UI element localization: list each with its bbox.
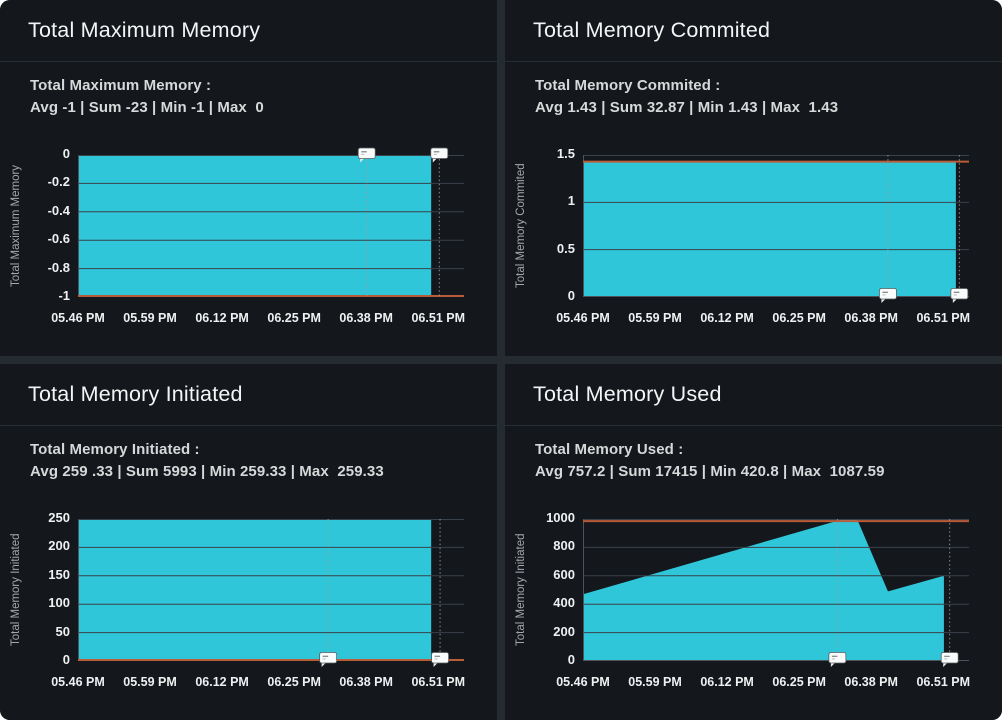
stats-values: Avg -1 | Sum -23 | Min -1 | Max 0 (30, 99, 264, 116)
plot-area[interactable] (583, 519, 969, 667)
panel-total-memory-commited: Total Memory Commited Total Memory Commi… (505, 0, 1002, 356)
stats-values: Avg 757.2 | Sum 17415 | Min 420.8 | Max … (535, 463, 885, 480)
annotation-flag-icon[interactable] (828, 652, 847, 668)
x-tick-label: 06.12 PM (195, 675, 249, 689)
annotation-flag-icon[interactable] (950, 288, 969, 304)
annotation-flag-icon[interactable] (357, 147, 376, 163)
stats-values: Avg 259 .33 | Sum 5993 | Min 259.33 | Ma… (30, 463, 384, 480)
stats-values: Avg 1.43 | Sum 32.87 | Min 1.43 | Max 1.… (535, 99, 839, 116)
y-tick-label: -0.8 (47, 259, 70, 275)
y-tick-label: 0 (567, 288, 575, 303)
y-tick-label: 800 (553, 538, 575, 554)
x-tick-label: 06.12 PM (700, 675, 754, 689)
x-tick-label: 05.59 PM (628, 675, 682, 689)
x-tick-label: 05.46 PM (556, 675, 610, 689)
panel-title: Total Maximum Memory (28, 18, 261, 42)
y-tick-label: 200 (48, 538, 70, 554)
y-tick-label: 150 (48, 566, 70, 582)
x-tick-label: 06.25 PM (772, 311, 826, 325)
chart-stats: Total Memory Used : Avg 757.2 | Sum 1741… (505, 426, 1002, 484)
y-tick-label: -0.2 (47, 174, 70, 190)
y-tick-label: 1 (567, 193, 575, 209)
chart-stats: Total Maximum Memory : Avg -1 | Sum -23 … (0, 62, 497, 120)
panel-total-memory-used: Total Memory Used Total Memory Used : Av… (505, 364, 1002, 720)
y-tick-label: -0.4 (47, 202, 70, 218)
panel-header: Total Memory Commited (505, 0, 1002, 62)
plot-area[interactable] (78, 519, 464, 667)
x-tick-label: 05.59 PM (123, 675, 177, 689)
y-tick-label: 100 (48, 595, 70, 611)
plot-area[interactable] (583, 155, 969, 303)
stats-label: Total Maximum Memory : (30, 77, 212, 94)
x-tick-label: 05.46 PM (556, 311, 610, 325)
y-tick-label: 1000 (546, 510, 575, 525)
y-tick-label: 0 (567, 652, 575, 667)
panel-title: Total Memory Used (533, 382, 722, 406)
x-tick-label: 06.38 PM (844, 675, 898, 689)
annotation-flag-icon[interactable] (940, 652, 959, 668)
panel-header: Total Memory Used (505, 364, 1002, 426)
x-tick-label: 06.51 PM (916, 311, 970, 325)
x-tick-label: 06.38 PM (339, 311, 393, 325)
area-chart-total-maximum-memory: Total Maximum Memory 0-0.2-0.4-0.6-0.8-1… (0, 120, 497, 356)
y-tick-label: 1.5 (556, 146, 575, 161)
area-fill (78, 155, 432, 297)
x-tick-label: 06.38 PM (339, 675, 393, 689)
x-tick-label: 06.12 PM (700, 311, 754, 325)
panel-title: Total Memory Initiated (28, 382, 243, 406)
stats-label: Total Memory Initiated : (30, 441, 200, 458)
y-tick-label: 600 (553, 566, 575, 582)
y-tick-label: 0.5 (556, 240, 575, 256)
y-axis-label: Total Memory Commited (515, 163, 527, 289)
y-tick-label: 250 (48, 510, 70, 525)
panel-total-memory-initiated: Total Memory Initiated Total Memory Init… (0, 364, 497, 720)
x-tick-label: 06.25 PM (267, 675, 321, 689)
stats-label: Total Memory Used : (535, 441, 684, 458)
plot-area[interactable] (78, 147, 464, 297)
x-tick-label: 05.46 PM (51, 311, 105, 325)
y-tick-label: 200 (553, 623, 575, 639)
chart-stats: Total Memory Commited : Avg 1.43 | Sum 3… (505, 62, 1002, 120)
y-tick-label: 0 (62, 146, 70, 161)
x-tick-label: 06.51 PM (916, 675, 970, 689)
annotation-flag-icon[interactable] (431, 652, 449, 668)
x-tick-label: 05.59 PM (628, 311, 682, 325)
x-tick-label: 05.59 PM (123, 311, 177, 325)
y-tick-label: 400 (553, 595, 575, 611)
annotation-flag-icon[interactable] (879, 288, 897, 304)
x-tick-label: 06.25 PM (772, 675, 826, 689)
x-tick-label: 06.38 PM (844, 311, 898, 325)
area-chart-total-memory-commited: Total Memory Commited 1.5 1 0.5 0 05.46 PM 05… (505, 120, 1002, 356)
area-fill (583, 519, 944, 661)
y-tick-label: -1 (58, 288, 70, 303)
annotation-flag-icon[interactable] (430, 147, 449, 163)
panel-header: Total Maximum Memory (0, 0, 497, 62)
panel-total-maximum-memory: Total Maximum Memory Total Maximum Memor… (0, 0, 497, 356)
x-tick-label: 06.25 PM (267, 311, 321, 325)
x-tick-label: 05.46 PM (51, 675, 105, 689)
panel-header: Total Memory Initiated (0, 364, 497, 426)
stats-label: Total Memory Commited : (535, 77, 721, 94)
y-tick-label: -0.6 (47, 231, 70, 247)
x-tick-label: 06.51 PM (411, 675, 465, 689)
x-tick-label: 06.51 PM (411, 311, 465, 325)
x-tick-label: 06.12 PM (195, 311, 249, 325)
annotation-flag-icon[interactable] (319, 652, 338, 668)
panel-title: Total Memory Commited (533, 18, 771, 42)
y-tick-label: 0 (62, 652, 70, 667)
area-fill (78, 519, 432, 661)
area-fill (583, 161, 956, 297)
y-tick-label: 50 (55, 623, 70, 639)
chart-stats: Total Memory Initiated : Avg 259 .33 | S… (0, 426, 497, 484)
